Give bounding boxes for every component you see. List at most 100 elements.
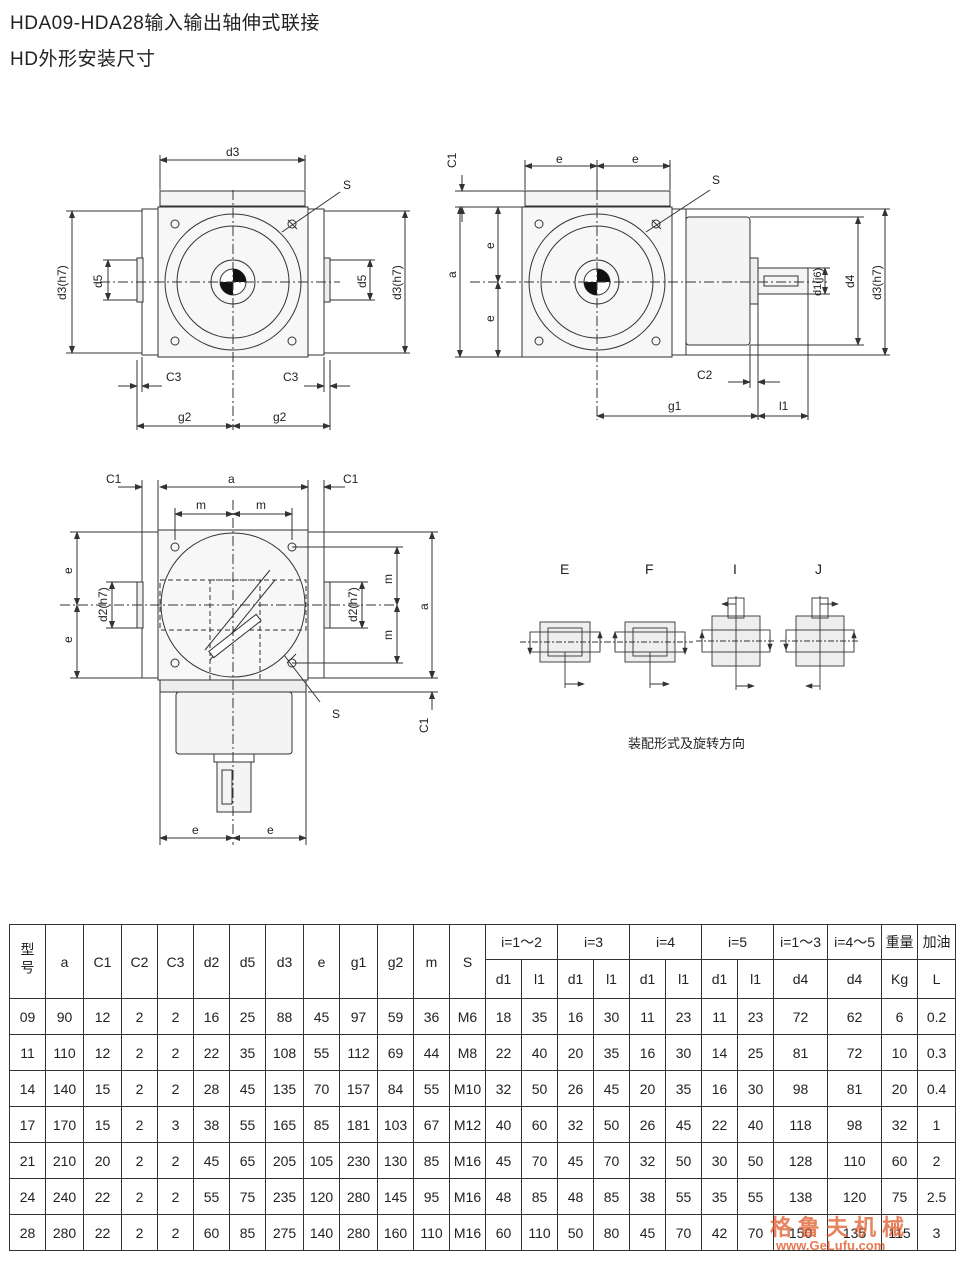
table-cell: 70	[665, 1214, 703, 1251]
table-cell: M6	[449, 998, 486, 1035]
view-top-right	[455, 160, 890, 420]
label-d5-right: d5	[355, 274, 369, 288]
header-a: a	[45, 924, 84, 999]
table-cell: 45	[629, 1214, 667, 1251]
form-label-e: E	[560, 561, 569, 577]
table-cell: 23	[737, 998, 775, 1035]
label-d3h7-view2: d3(h7)	[870, 265, 884, 300]
label-d5-left: d5	[91, 274, 105, 288]
label-c1-top: C1	[445, 152, 459, 168]
table-cell: 22	[83, 1214, 122, 1251]
table-cell: 75	[229, 1178, 266, 1215]
table-cell: 32	[881, 1106, 919, 1143]
table-cell: 70	[520, 1142, 559, 1179]
table-cell: 95	[413, 1178, 450, 1215]
table-cell: 235	[265, 1178, 304, 1215]
label-d3h7-left: d3(h7)	[55, 265, 69, 300]
form-label-i: I	[733, 561, 737, 577]
table-cell: 112	[339, 1034, 378, 1071]
table-cell: 45	[193, 1142, 230, 1179]
table-cell: 2	[121, 1106, 158, 1143]
table-cell: 30	[593, 998, 631, 1035]
view-top-left	[66, 155, 410, 430]
table-cell: 45	[229, 1070, 266, 1107]
table-cell: 22	[193, 1034, 230, 1071]
table-cell: 60	[193, 1214, 230, 1251]
table-cell: 55	[413, 1070, 450, 1107]
sub-d1-b: d1	[557, 959, 595, 999]
table-cell: 30	[665, 1034, 703, 1071]
table-cell: 10	[881, 1034, 919, 1071]
label-e-6: e	[61, 636, 75, 643]
table-cell: 17	[9, 1106, 46, 1143]
table-cell: 35	[701, 1178, 739, 1215]
table-cell: 70	[303, 1070, 340, 1107]
table-cell: 280	[45, 1214, 84, 1251]
form-j-diagram	[780, 596, 860, 690]
table-cell: M8	[449, 1034, 486, 1071]
table-cell: 14	[9, 1070, 46, 1107]
label-m-1: m	[196, 498, 206, 512]
table-cell: M16	[449, 1214, 486, 1251]
table-cell: 85	[520, 1178, 559, 1215]
table-cell: 165	[265, 1106, 304, 1143]
table-cell: 25	[229, 998, 266, 1035]
table-cell: 50	[520, 1070, 559, 1107]
header-g1: g1	[339, 924, 378, 999]
label-e-4: e	[483, 315, 497, 322]
table-cell: 62	[827, 998, 883, 1035]
table-cell: 2	[157, 998, 194, 1035]
page-subtitle: HD外形安装尺寸	[10, 49, 156, 70]
label-e-5: e	[61, 567, 75, 574]
table-cell: 20	[83, 1142, 122, 1179]
table-cell: 69	[377, 1034, 414, 1071]
sub-l1-d: l1	[737, 959, 775, 999]
table-cell: 22	[701, 1106, 739, 1143]
table-cell: 3	[917, 1214, 957, 1251]
table-cell: 21	[9, 1142, 46, 1179]
label-d1j6: d1(j6)	[812, 268, 824, 296]
label-g1: g1	[668, 399, 682, 413]
table-cell: 6	[881, 998, 919, 1035]
label-e-2: e	[632, 152, 639, 166]
table-cell: 09	[9, 998, 46, 1035]
view-bottom-left	[60, 480, 438, 845]
table-cell: 45	[485, 1142, 522, 1179]
table-cell: 110	[45, 1034, 84, 1071]
table-cell: 48	[485, 1178, 522, 1215]
label-e-3: e	[483, 242, 497, 249]
sub-l1-c: l1	[665, 959, 703, 999]
label-g2-left: g2	[178, 410, 192, 424]
label-a-3: a	[417, 603, 431, 610]
table-cell: 16	[629, 1034, 667, 1071]
table-cell: 210	[45, 1142, 84, 1179]
table-cell: 84	[377, 1070, 414, 1107]
label-d2h7-right: d2(h7)	[346, 587, 360, 622]
sub-l1-b: l1	[593, 959, 631, 999]
table-cell: 3	[157, 1106, 194, 1143]
table-header-row: 型号 a C1 C2 C3 d2 d5 d3 e g1 g2 m S i=1～2…	[9, 924, 957, 999]
table-cell: 67	[413, 1106, 450, 1143]
table-cell: 160	[377, 1214, 414, 1251]
assembly-forms	[520, 596, 860, 690]
sub-d1-d: d1	[701, 959, 739, 999]
technical-drawings: d3 S d3(h7) d3(h7) d5 d5 C3 C3 g2 g2 C1 …	[55, 145, 890, 845]
table-cell: 98	[827, 1106, 883, 1143]
table-cell: 23	[665, 998, 703, 1035]
table-cell: 32	[557, 1106, 595, 1143]
table-cell: 26	[629, 1106, 667, 1143]
table-cell: M16	[449, 1142, 486, 1179]
header-ratio-5: i=5	[701, 924, 775, 960]
table-cell: 55	[665, 1178, 703, 1215]
table-cell: 81	[827, 1070, 883, 1107]
table-cell: 11	[9, 1034, 46, 1071]
header-c3: C3	[157, 924, 194, 999]
table-cell: 110	[520, 1214, 559, 1251]
table-cell: 16	[557, 998, 595, 1035]
form-i-diagram	[696, 596, 776, 690]
table-cell: 20	[557, 1034, 595, 1071]
table-cell: 72	[827, 1034, 883, 1071]
table-cell: 28	[193, 1070, 230, 1107]
